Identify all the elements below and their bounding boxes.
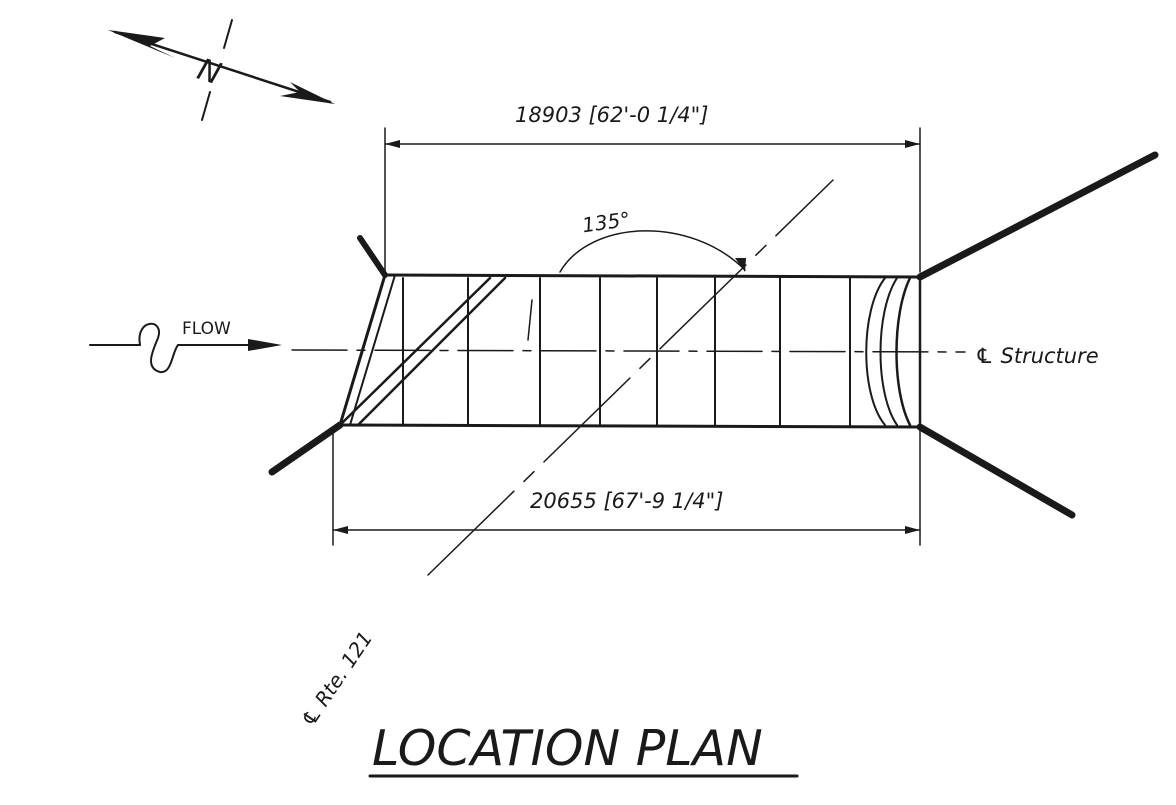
- dimension-line-bottom: [332, 429, 921, 546]
- flow-symbol-icon: [89, 322, 179, 374]
- wingwall-downstream-bottom: [916, 423, 1076, 519]
- structure-centerline: [291, 349, 966, 353]
- flow-arrow-icon: [177, 339, 282, 351]
- culvert-body: [338, 273, 922, 429]
- drawing-title: LOCATION PLAN: [372, 720, 763, 777]
- wingwall-upstream-top: [357, 235, 388, 278]
- north-arrow-icon: [108, 19, 335, 121]
- route-centerline-label: ℄ Rte. 121: [296, 627, 377, 731]
- dimension-bottom-label: 20655 [67'-9 1/4"]: [530, 489, 723, 513]
- dimension-line-top: [384, 127, 921, 273]
- angle-arc: [527, 230, 746, 341]
- route-centerline: [427, 179, 834, 576]
- flow-label: FLOW: [182, 319, 231, 339]
- dimension-top-label: 18903 [62'-0 1/4"]: [515, 103, 708, 127]
- structure-centerline-label: ℄ Structure: [975, 344, 1099, 368]
- wingwall-downstream-top: [916, 151, 1159, 281]
- wingwall-upstream-bottom: [268, 421, 344, 476]
